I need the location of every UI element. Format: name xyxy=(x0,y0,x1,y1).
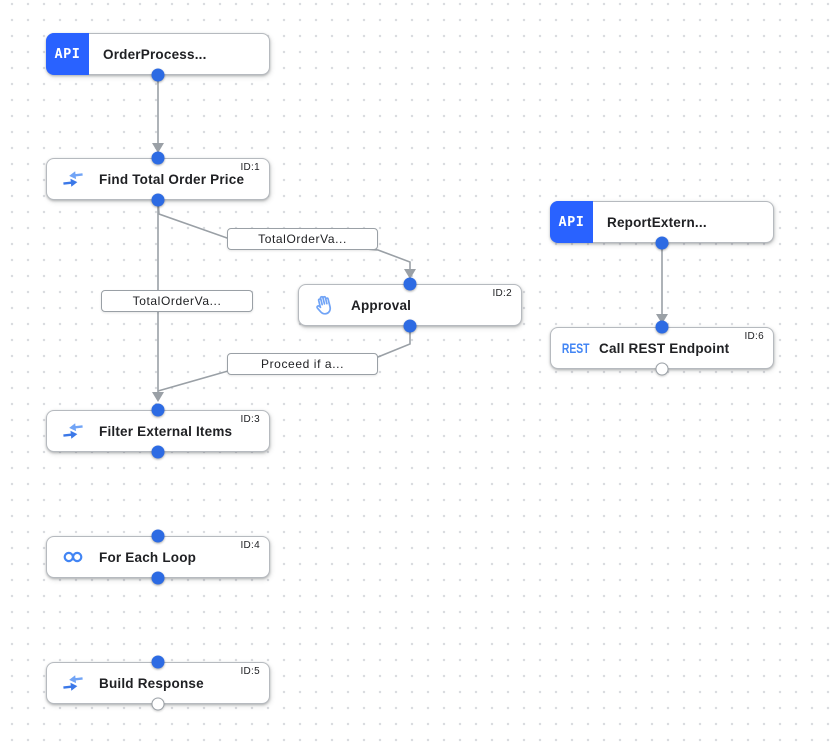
arrowhead-node1 xyxy=(152,143,164,153)
edge-label-text: TotalOrderVa... xyxy=(258,232,347,246)
port-in-node6[interactable] xyxy=(655,320,669,334)
port-in-approval[interactable] xyxy=(403,277,417,291)
loop-icon xyxy=(59,545,87,569)
port-out-node4[interactable] xyxy=(151,571,165,585)
node-id-tag: ID:6 xyxy=(744,331,764,342)
edge-approval-to-node3 xyxy=(157,326,411,392)
data-mapping-icon xyxy=(59,671,87,695)
edge-label-totalorderva-2[interactable]: TotalOrderVa... xyxy=(101,290,253,312)
data-mapping-icon xyxy=(59,167,87,191)
arrowhead-node3 xyxy=(152,392,164,402)
rest-icon: REST xyxy=(562,340,590,356)
node-title: OrderProcess... xyxy=(103,46,207,62)
port-out-node3[interactable] xyxy=(151,445,165,459)
node-title: ReportExtern... xyxy=(607,214,707,230)
node-title: For Each Loop xyxy=(99,549,197,565)
node-id-tag: ID:2 xyxy=(492,288,512,299)
port-out-trigger2[interactable] xyxy=(655,236,669,250)
arrowhead-node6 xyxy=(656,314,668,324)
node-id-tag: ID:4 xyxy=(240,540,260,551)
port-in-node4[interactable] xyxy=(151,529,165,543)
hand-icon xyxy=(311,293,339,317)
api-trigger-icon: API xyxy=(46,32,89,75)
node-for-each-loop[interactable]: ID:4 For Each Loop xyxy=(46,536,270,578)
api-trigger-icon: API xyxy=(550,200,593,243)
port-out-node6-empty[interactable] xyxy=(655,362,669,376)
port-out-node1[interactable] xyxy=(151,193,165,207)
port-out-trigger1[interactable] xyxy=(151,68,165,82)
node-title: Call REST Endpoint xyxy=(599,340,730,356)
arrowhead-approval xyxy=(404,269,416,279)
port-out-approval[interactable] xyxy=(403,319,417,333)
node-trigger-orderprocess[interactable]: API OrderProcess... xyxy=(46,32,270,75)
node-title: Filter External Items xyxy=(99,423,233,439)
node-id-tag: ID:3 xyxy=(240,414,260,425)
node-title: Approval xyxy=(351,297,412,313)
node-id-tag: ID:5 xyxy=(240,666,260,677)
node-approval[interactable]: ID:2 Approval xyxy=(298,284,522,326)
port-in-node3[interactable] xyxy=(151,403,165,417)
node-id-tag: ID:1 xyxy=(240,162,260,173)
data-mapping-icon xyxy=(59,419,87,443)
node-build-response[interactable]: ID:5 Build Response xyxy=(46,662,270,704)
edge-label-totalorderva-1[interactable]: TotalOrderVa... xyxy=(227,228,378,250)
node-call-rest-endpoint[interactable]: ID:6 REST Call REST Endpoint xyxy=(550,327,774,369)
port-out-node5-empty[interactable] xyxy=(151,697,165,711)
edge-label-text: Proceed if a... xyxy=(260,357,345,371)
node-title: Find Total Order Price xyxy=(99,171,245,187)
port-in-node5[interactable] xyxy=(151,655,165,669)
node-title: Build Response xyxy=(99,675,204,691)
node-filter-external-items[interactable]: ID:3 Filter External Items xyxy=(46,410,270,452)
port-in-node1[interactable] xyxy=(151,151,165,165)
edge-label-proceed-if[interactable]: Proceed if a... xyxy=(227,353,378,375)
edge-label-text: TotalOrderVa... xyxy=(132,294,222,308)
